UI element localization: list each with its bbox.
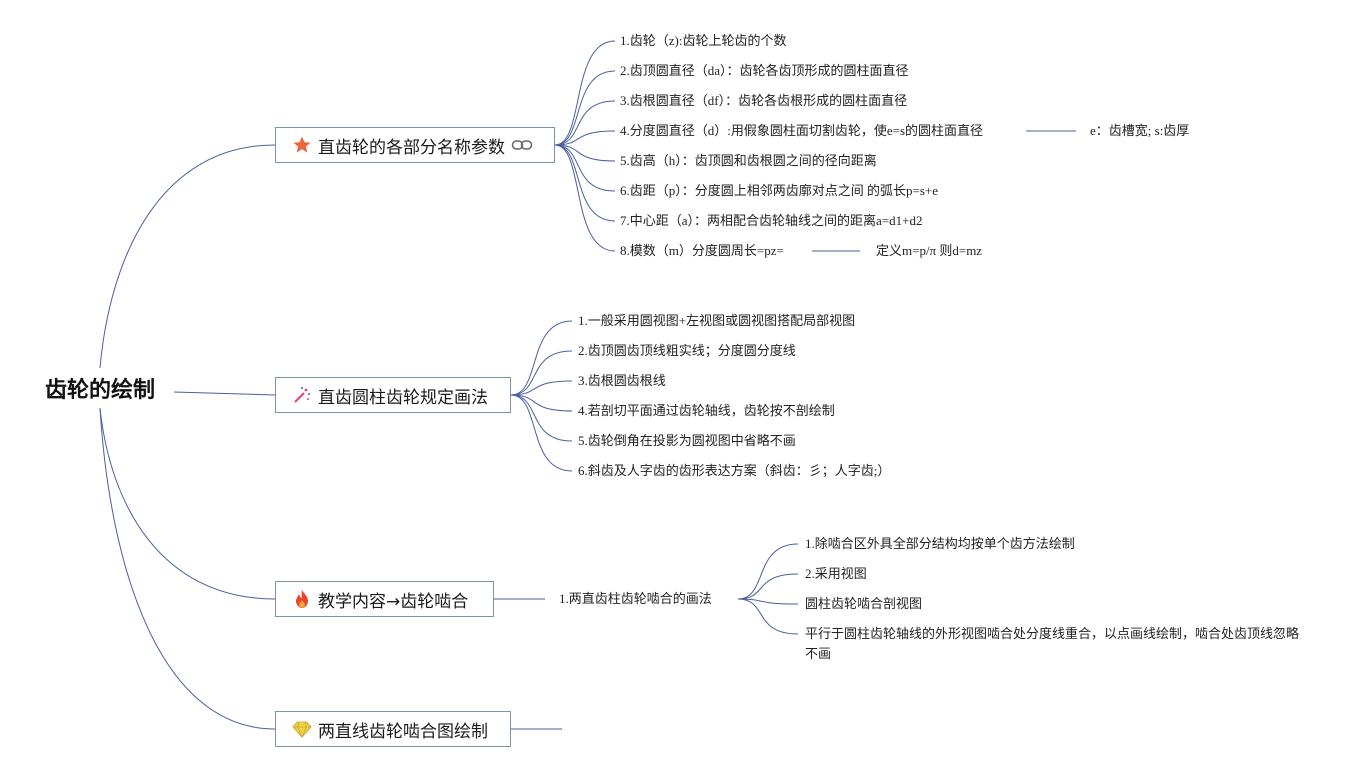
param-connector (554, 144, 616, 222)
param-extra-leaf[interactable]: 定义m=p/π 则d=mz (876, 243, 983, 258)
rule-connector (510, 394, 573, 442)
star-icon (292, 135, 312, 155)
magic-wand-icon (292, 385, 312, 405)
param-connector (554, 144, 616, 192)
param-leaf[interactable]: 1.齿轮（z):齿轮上轮齿的个数 (620, 33, 787, 48)
link-icon[interactable] (511, 138, 533, 152)
param-leaf[interactable]: 7.中心距（a）：两相配合齿轮轴线之间的距离a=d1+d2 (620, 213, 923, 228)
branch-drawing-rules[interactable]: 直齿圆柱齿轮规定画法 (275, 377, 511, 413)
param-leaf[interactable]: 3.齿根圆直径（df）：齿轮各齿根形成的圆柱面直径 (620, 93, 908, 108)
param-leaf[interactable]: 8.模数（m）分度圆周长=pz= (620, 243, 784, 258)
rule-connector (510, 320, 573, 396)
root-to-branch-2 (99, 407, 276, 600)
root-node[interactable]: 齿轮的绘制 (26, 368, 174, 408)
meshing-leaf[interactable]: 圆柱齿轮啮合剖视图 (805, 596, 923, 611)
param-leaf[interactable]: 5.齿高（h）：齿顶圆和齿根圆之间的径向距离 (620, 153, 877, 168)
branch-gear-meshing[interactable]: 教学内容→齿轮啮合 (275, 581, 494, 617)
param-leaf[interactable]: 6.齿距（p）：分度圆上相邻两齿廓对点之间 的弧长p=s+e (620, 183, 938, 198)
fire-icon (292, 589, 312, 609)
diamond-icon (292, 719, 312, 739)
rule-connector (510, 350, 573, 396)
meshing-sub-node[interactable]: 1.两直齿柱齿轮啮合的画法 (559, 591, 712, 606)
param-extra-leaf[interactable]: e：齿槽宽; s:齿厚 (1090, 123, 1190, 138)
meshing-leaf[interactable]: 平行于圆柱齿轮轴线的外形视图啮合处分度线重合，以点画线绘制，啮合处齿顶线忽略不画 (805, 626, 1300, 661)
root-to-branch-3 (99, 407, 276, 730)
rule-connector (510, 394, 573, 472)
param-connector (554, 144, 616, 162)
meshing-leaf-connector (737, 598, 799, 635)
param-connector (554, 40, 616, 146)
rule-leaf[interactable]: 5.齿轮倒角在投影为圆视图中省略不画 (578, 433, 796, 448)
param-connector (554, 100, 616, 146)
branch-label: 直齿轮的各部分名称参数 (318, 137, 505, 158)
param-leaf[interactable]: 2.齿顶圆直径（da）：齿轮各齿顶形成的圆柱面直径 (620, 63, 909, 78)
branch-label: 直齿圆柱齿轮规定画法 (318, 387, 488, 408)
rule-leaf[interactable]: 6.斜齿及人字齿的齿形表达方案（斜齿：彡；人字齿;） (578, 463, 891, 478)
meshing-leaf-connector (737, 598, 799, 605)
root-to-branch-0 (99, 144, 276, 369)
branch-meshing-drawing[interactable]: 两直线齿轮啮合图绘制 (275, 711, 511, 747)
branch-label: 教学内容→齿轮啮合 (318, 591, 469, 612)
branch-label: 两直线齿轮啮合图绘制 (318, 721, 488, 742)
rule-leaf[interactable]: 1.一般采用圆视图+左视图或圆视图搭配局部视图 (578, 313, 856, 328)
root-to-branch-1 (173, 391, 276, 396)
meshing-leaf-connector (737, 573, 799, 600)
param-connector (554, 144, 616, 252)
rule-leaf[interactable]: 3.齿根圆齿根线 (578, 373, 666, 388)
rule-connector (510, 380, 573, 396)
meshing-leaf[interactable]: 2.采用视图 (805, 566, 867, 581)
rule-leaf[interactable]: 4.若剖切平面通过齿轮轴线，齿轮按不剖绘制 (578, 403, 835, 418)
param-connector (554, 70, 616, 146)
param-connector (554, 130, 616, 146)
meshing-leaf[interactable]: 1.除啮合区外具全部分结构均按单个齿方法绘制 (805, 536, 1075, 551)
rule-leaf[interactable]: 2.齿顶圆齿顶线粗实线；分度圆分度线 (578, 343, 796, 358)
meshing-leaf-connector (737, 543, 799, 600)
param-leaf[interactable]: 4.分度圆直径（d）:用假象圆柱面切割齿轮，使e=s的圆柱面直径 (620, 123, 984, 138)
rule-connector (510, 394, 573, 412)
branch-gear-parameters[interactable]: 直齿轮的各部分名称参数 (275, 127, 555, 163)
